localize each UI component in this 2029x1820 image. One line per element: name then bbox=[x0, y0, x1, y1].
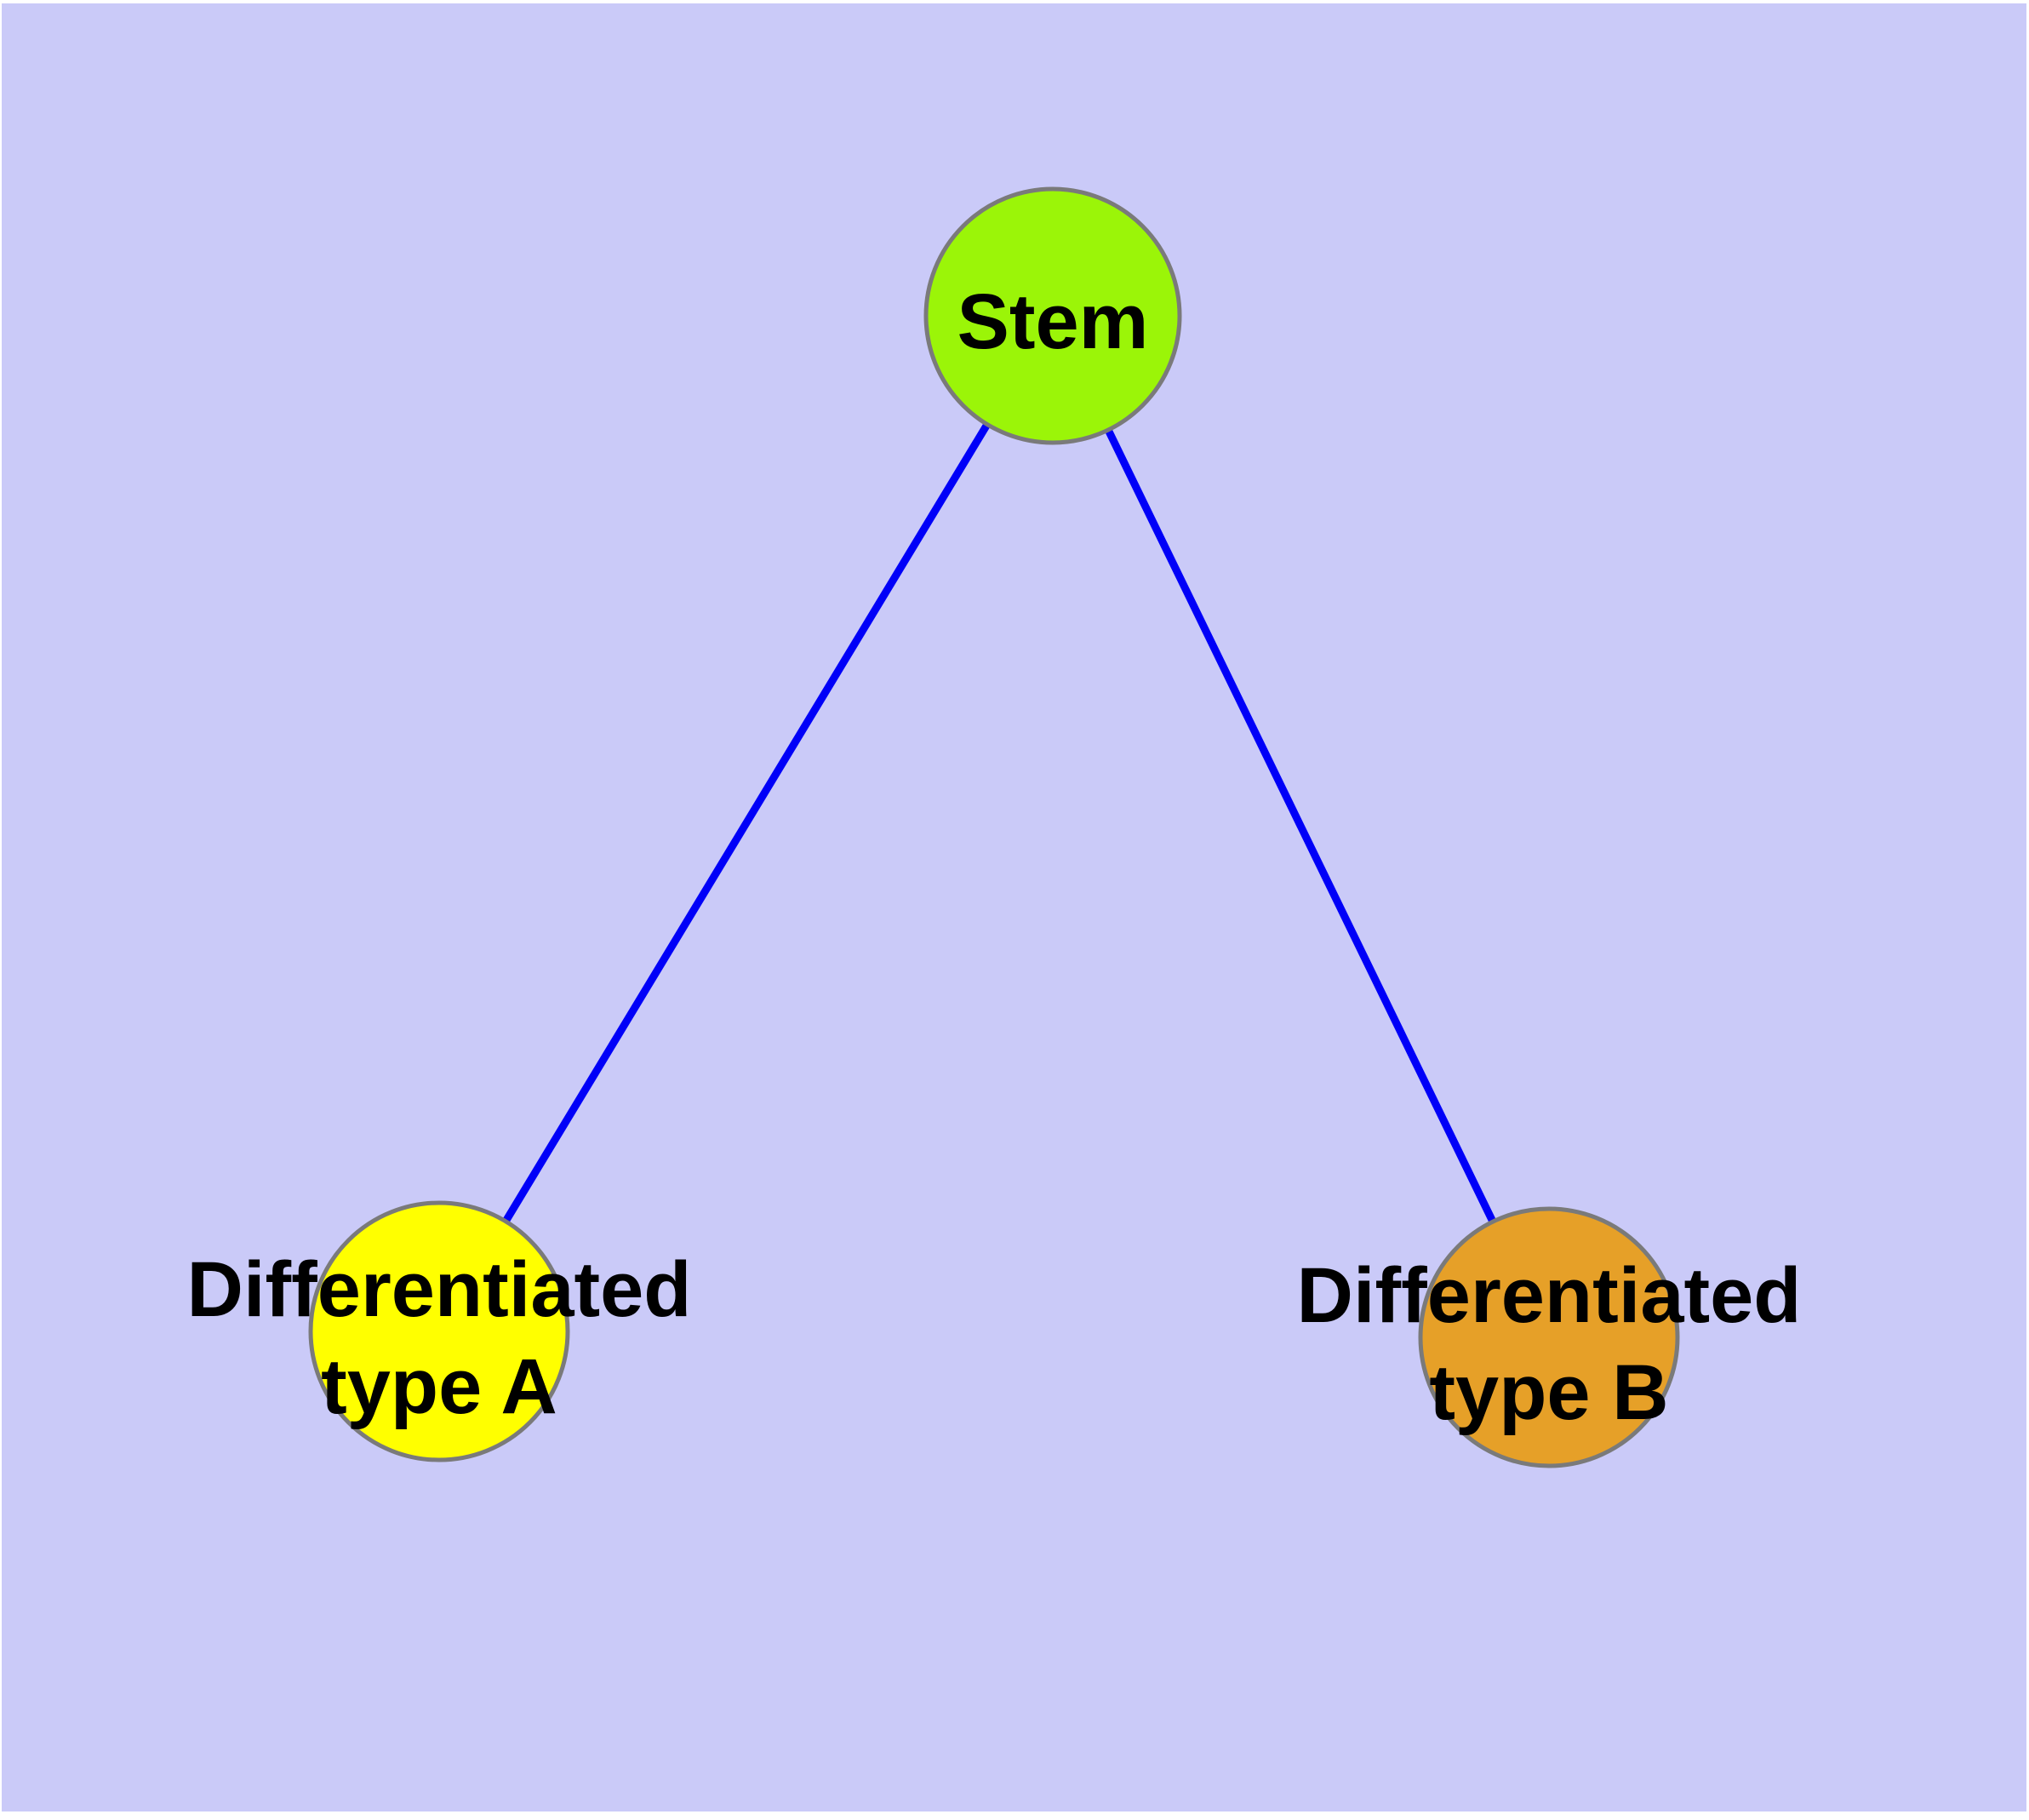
node-differentiated-type-a[interactable] bbox=[308, 1200, 570, 1462]
node-stem[interactable] bbox=[923, 186, 1182, 445]
node-differentiated-type-b[interactable] bbox=[1418, 1206, 1680, 1468]
edge-stem-to-differentiated-type-b bbox=[1049, 314, 1553, 1339]
edge-stem-to-differentiated-type-a bbox=[436, 313, 1056, 1334]
node-label-stem: Stem bbox=[957, 278, 1149, 365]
